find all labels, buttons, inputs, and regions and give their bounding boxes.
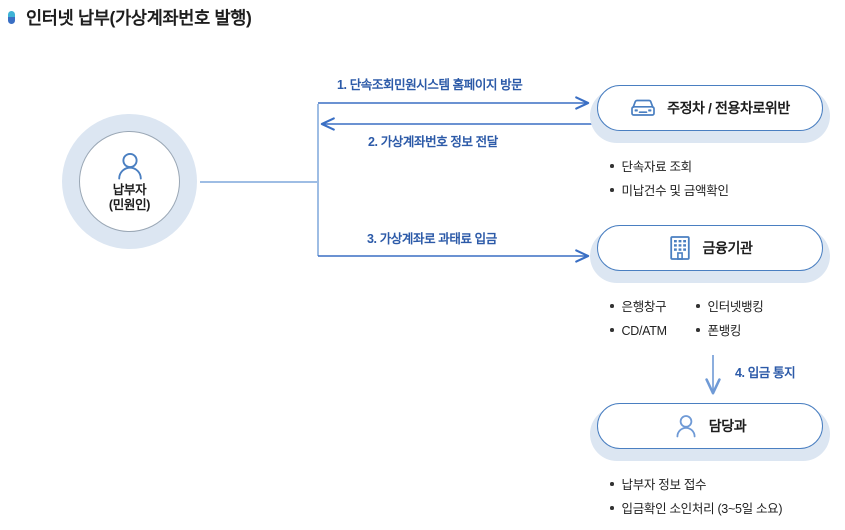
bullet-row: 납부자 정보 접수: [610, 473, 830, 497]
page-title: 인터넷 납부(가상계좌번호 발행): [26, 7, 252, 28]
pill-surface[interactable]: 담당과: [597, 403, 823, 449]
bullet-text: 폰뱅킹: [707, 324, 742, 338]
page-title-row: 인터넷 납부(가상계좌번호 발행): [0, 0, 252, 34]
bullet-item: 입금확인 소인처리 (3~5일 소요): [610, 497, 783, 521]
node-bank: 금융기관 은행창구 인터넷뱅킹 CD/ATM 폰뱅킹: [590, 225, 830, 343]
bullet-item: 폰뱅킹: [696, 319, 741, 343]
pill-surface[interactable]: 금융기관: [597, 225, 823, 271]
step-label-3: 3. 가상계좌로 과태료 입금: [367, 232, 497, 246]
node-dept-label: 담당과: [708, 418, 747, 434]
bullet-dot-icon: [610, 328, 614, 332]
bullet-dot-icon: [610, 164, 614, 168]
bullet-text: 미납건수 및 금액확인: [621, 184, 729, 198]
car-icon: [630, 98, 656, 118]
pill-surface[interactable]: 주정차 / 전용차로위반: [597, 85, 823, 131]
node-dept-bullets: 납부자 정보 접수 입금확인 소인처리 (3~5일 소요): [610, 473, 830, 521]
bullet-dot-icon: [610, 304, 614, 308]
bullet-text: 입금확인 소인처리 (3~5일 소요): [621, 502, 783, 516]
bullet-dot-icon: [696, 304, 700, 308]
bullet-dot-icon: [610, 506, 614, 510]
bullet-item: 인터넷뱅킹: [696, 295, 764, 319]
bullet-item: 단속자료 조회: [610, 155, 692, 179]
payer-label-line2: (민원인): [108, 198, 151, 212]
bullet-dot-icon: [610, 482, 614, 486]
bullet-text: 단속자료 조회: [621, 160, 693, 174]
step-label-4: 4. 입금 통지: [735, 366, 796, 380]
payer-node-inner: 납부자 (민원인): [79, 131, 180, 232]
step-label-2: 2. 가상계좌번호 정보 전달: [368, 135, 498, 149]
payer-node[interactable]: 납부자 (민원인): [62, 114, 197, 249]
bullet-text: 납부자 정보 접수: [621, 478, 707, 492]
bullet-dot-icon: [696, 328, 700, 332]
bullet-row: 미납건수 및 금액확인: [610, 179, 830, 203]
bullet-row: 은행창구 인터넷뱅킹: [610, 295, 830, 319]
node-enforcement-bullets: 단속자료 조회 미납건수 및 금액확인: [610, 155, 830, 203]
node-enforcement: 주정차 / 전용차로위반 단속자료 조회 미납건수 및 금액확인: [590, 85, 830, 203]
node-dept-pill[interactable]: 담당과: [590, 403, 830, 461]
node-enforcement-label: 주정차 / 전용차로위반: [667, 100, 790, 116]
bullet-row: 단속자료 조회: [610, 155, 830, 179]
payer-label-line1: 납부자: [112, 183, 147, 197]
bullet-item: CD/ATM: [610, 319, 696, 343]
bullet-text: CD/ATM: [621, 324, 667, 338]
node-bank-bullets: 은행창구 인터넷뱅킹 CD/ATM 폰뱅킹: [610, 295, 830, 343]
node-dept: 담당과 납부자 정보 접수 입금확인 소인처리 (3~5일 소요): [590, 403, 830, 521]
bullet-text: 인터넷뱅킹: [707, 300, 764, 314]
bullet-item: 미납건수 및 금액확인: [610, 179, 729, 203]
node-bank-pill[interactable]: 금융기관: [590, 225, 830, 283]
person-icon: [674, 414, 698, 438]
bullet-item: 납부자 정보 접수: [610, 473, 707, 497]
bullet-dot-icon: [610, 188, 614, 192]
building-icon: [668, 235, 692, 261]
capsule-bullet-icon: [8, 10, 15, 24]
bullet-text: 은행창구: [621, 300, 667, 314]
node-enforcement-pill[interactable]: 주정차 / 전용차로위반: [590, 85, 830, 143]
step-label-1: 1. 단속조회민원시스템 홈페이지 방문: [337, 78, 523, 92]
node-bank-label: 금융기관: [702, 240, 753, 256]
bullet-row: CD/ATM 폰뱅킹: [610, 319, 830, 343]
bullet-item: 은행창구: [610, 295, 696, 319]
bullet-row: 입금확인 소인처리 (3~5일 소요): [610, 497, 830, 521]
person-icon: [115, 152, 145, 180]
